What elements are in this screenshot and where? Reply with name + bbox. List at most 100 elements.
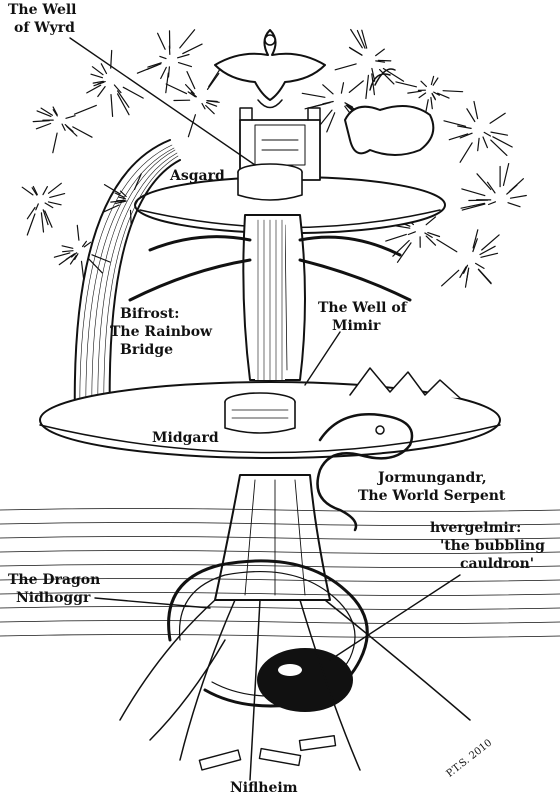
leaf-stroke — [117, 90, 130, 108]
leaf-stroke — [32, 185, 38, 196]
leaf-stroke — [418, 92, 427, 99]
ground-line — [0, 578, 560, 582]
leaf-stroke — [103, 184, 121, 195]
leaf-stroke — [73, 104, 97, 115]
leaf-stroke — [356, 29, 366, 49]
leaf-stroke — [375, 60, 386, 63]
jormungandr-serpent — [316, 413, 414, 532]
leaf-stroke — [486, 181, 496, 194]
ground-line — [0, 564, 560, 568]
leaf-stroke — [53, 252, 71, 258]
leaf-stroke — [326, 112, 336, 133]
waterfall — [255, 219, 285, 381]
ground-line — [0, 536, 560, 540]
eagle-icon — [214, 29, 326, 109]
leaf-stroke — [44, 210, 53, 228]
leaf-stroke — [74, 253, 79, 261]
label-hvergelmir-1: hvergelmir: — [430, 520, 521, 536]
leaf-stroke — [21, 186, 34, 196]
leaf-stroke — [185, 84, 195, 95]
leaf-stroke — [44, 202, 54, 209]
leaf-stroke — [424, 232, 433, 238]
leaf-stroke — [492, 136, 513, 148]
leaf-stroke — [459, 266, 467, 278]
leaf-stroke — [489, 112, 506, 124]
leaf-stroke — [480, 252, 499, 258]
ground-line — [0, 550, 560, 554]
leaf-stroke — [488, 201, 496, 206]
leaf-stroke — [187, 114, 196, 138]
leaf-stroke — [157, 32, 166, 50]
leaf-stroke — [187, 91, 196, 98]
label-bifrost-3: Bridge — [120, 342, 173, 358]
leaf-stroke — [433, 91, 440, 96]
leaf-stroke — [52, 106, 58, 116]
leaf-stroke — [100, 63, 108, 75]
leaf-stroke — [102, 204, 120, 213]
leaf-stroke — [179, 29, 196, 49]
leaf-stroke — [206, 101, 218, 107]
leaf-stroke — [385, 233, 407, 242]
leaf-stroke — [481, 234, 500, 251]
leaf-stroke — [502, 163, 510, 186]
leaf-stroke — [90, 73, 103, 79]
label-jormungandr-2: The World Serpent — [358, 488, 506, 504]
label-nidhoggr-1: The Dragon — [8, 572, 100, 588]
leaf-stroke — [425, 216, 437, 226]
leaf-stroke — [47, 201, 62, 206]
leaf-stroke — [437, 92, 450, 99]
bifrost-rainbow — [73, 139, 181, 421]
ground-line — [0, 606, 560, 610]
leaf-stroke — [91, 66, 104, 76]
leaf-stroke — [122, 86, 144, 99]
leaf-stroke — [47, 182, 62, 194]
leaf-stroke — [113, 84, 122, 94]
leaf-stroke — [165, 72, 169, 94]
leaf-stroke — [476, 173, 492, 191]
leaf-stroke — [201, 102, 206, 110]
leaf-stroke — [379, 69, 395, 85]
leaf-stroke — [459, 132, 473, 139]
hvergelmir-cauldron — [257, 648, 353, 712]
leaf-stroke — [36, 110, 52, 117]
leaf-stroke — [206, 72, 220, 90]
leaf-stroke — [186, 71, 196, 90]
leaf-stroke — [76, 224, 80, 241]
leaf-stroke — [477, 268, 492, 284]
label-well-of-wyrd-2: of Wyrd — [14, 20, 75, 36]
leaf-stroke — [301, 92, 326, 98]
label-well-of-mimir-2: Mimir — [332, 318, 381, 334]
leaf-stroke — [65, 253, 76, 260]
leaf-stroke — [42, 209, 49, 226]
leaf-stroke — [160, 66, 167, 80]
leaf-stroke — [97, 86, 106, 98]
leaf-stroke — [361, 29, 368, 49]
ground-line — [0, 634, 560, 638]
label-asgard: Asgard — [169, 168, 225, 184]
leaf-stroke — [377, 59, 392, 62]
leaf-stroke — [159, 55, 167, 60]
leaf-stroke — [477, 137, 480, 152]
leaf-stroke — [473, 100, 479, 120]
leaf-stroke — [117, 93, 130, 116]
well-of-wyrd — [237, 163, 303, 201]
leaf-stroke — [147, 62, 162, 68]
leaf-stroke — [432, 77, 439, 86]
mountains — [349, 367, 461, 399]
leaf-stroke — [509, 194, 527, 199]
label-jormungandr-1: Jormungandr, — [376, 470, 487, 486]
leaf-stroke — [83, 241, 92, 248]
leaf-stroke — [42, 186, 48, 196]
leaf-stroke — [136, 64, 158, 74]
leaf-stroke — [508, 178, 524, 193]
ground-line — [0, 620, 560, 624]
leaf-stroke — [464, 270, 469, 288]
leaf-stroke — [463, 264, 469, 274]
leaf-stroke — [49, 193, 66, 198]
leaf-stroke — [395, 81, 417, 88]
leaf-stroke — [348, 46, 363, 56]
leaf-stroke — [482, 136, 488, 149]
label-well-of-wyrd-1: The Well — [8, 2, 77, 18]
leaf-stroke — [425, 235, 437, 246]
